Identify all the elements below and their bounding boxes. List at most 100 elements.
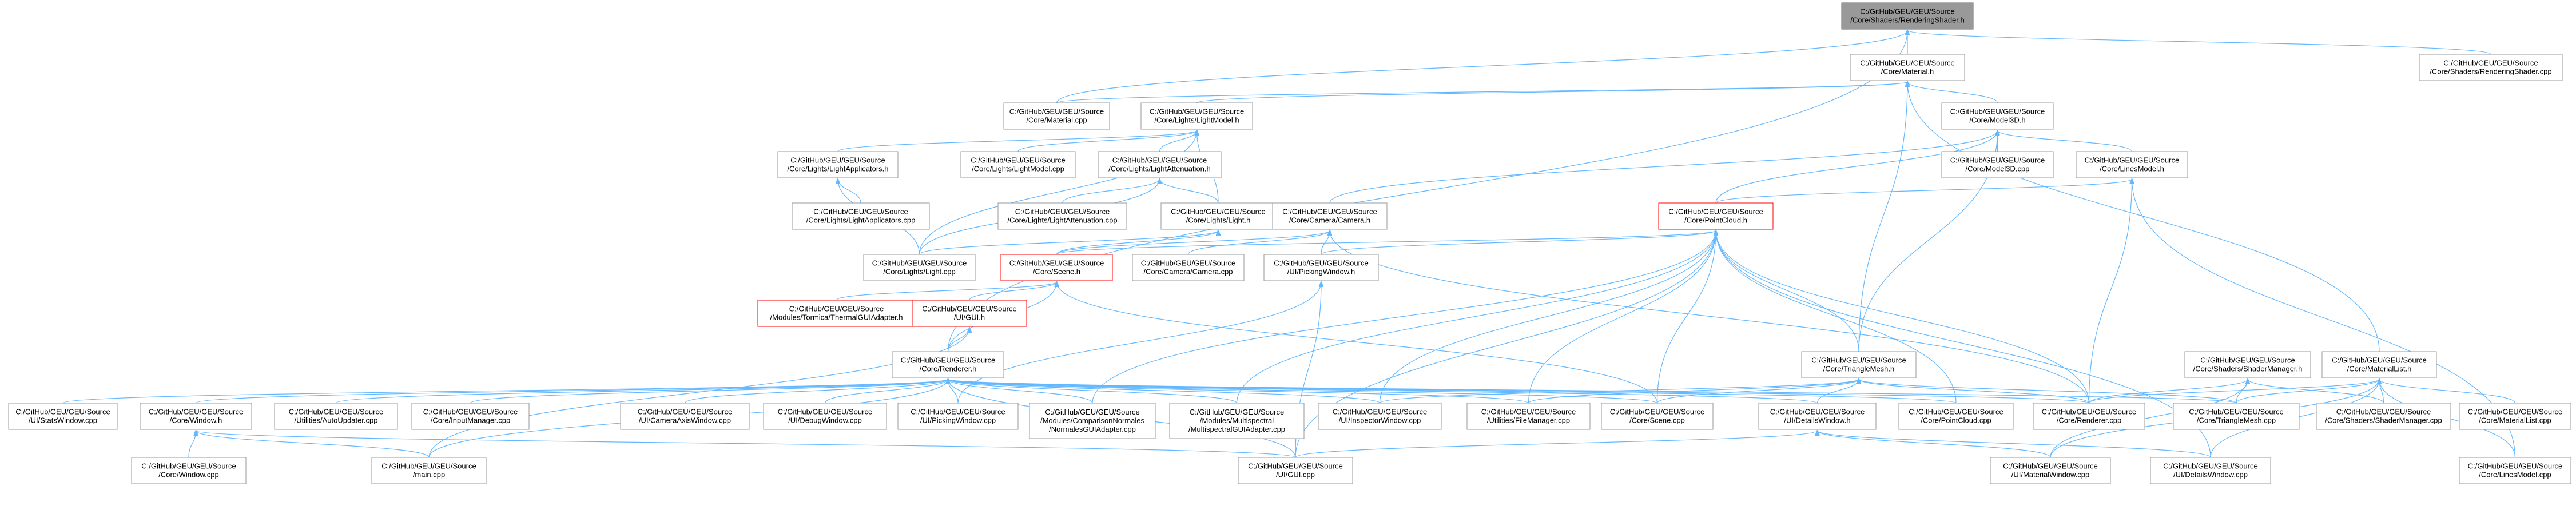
graph-node-compnormals_h[interactable]: C:/GitHub/GEU/GEU/Source/Modules/Compari… [1029, 403, 1156, 439]
node-box[interactable] [1003, 102, 1110, 130]
graph-node-detailswin_cpp[interactable]: C:/GitHub/GEU/GEU/Source/UI/DetailsWindo… [2150, 457, 2271, 484]
graph-node-filemanager_cpp[interactable]: C:/GitHub/GEU/GEU/Source/Utilities/FileM… [1466, 403, 1591, 430]
node-box[interactable] [1132, 254, 1245, 281]
node-box[interactable] [892, 351, 1004, 378]
node-box[interactable] [863, 254, 976, 281]
graph-node-lightatt_cpp[interactable]: C:/GitHub/GEU/GEU/Source/Core/Lights/Lig… [997, 202, 1127, 230]
node-box[interactable] [1601, 403, 1714, 430]
node-box[interactable] [897, 403, 1019, 430]
node-box[interactable] [1238, 457, 1353, 484]
graph-node-renderer_h[interactable]: C:/GitHub/GEU/GEU/Source/Core/Renderer.h [892, 351, 1004, 378]
graph-node-rendshader_cpp[interactable]: C:/GitHub/GEU/GEU/Source/Core/Shaders/Re… [2419, 54, 2563, 81]
node-box[interactable] [1098, 151, 1222, 178]
graph-node-model3d_h[interactable]: C:/GitHub/GEU/GEU/Source/Core/Model3D.h [1941, 102, 2054, 130]
node-box[interactable] [1850, 54, 1965, 81]
node-box[interactable] [997, 202, 1127, 230]
graph-node-trianglemesh_h[interactable]: C:/GitHub/GEU/GEU/Source/Core/TriangleMe… [1801, 351, 1917, 378]
node-box[interactable] [1169, 403, 1305, 439]
graph-node-lightmodel_h[interactable]: C:/GitHub/GEU/GEU/Source/Core/Lights/Lig… [1140, 102, 1253, 130]
graph-node-renderer_cpp[interactable]: C:/GitHub/GEU/GEU/Source/Core/Renderer.c… [2033, 403, 2145, 430]
graph-node-materiallist_h[interactable]: C:/GitHub/GEU/GEU/Source/Core/MaterialLi… [2321, 351, 2437, 378]
node-box[interactable] [1941, 151, 2054, 178]
graph-node-lightapp_h[interactable]: C:/GitHub/GEU/GEU/Source/Core/Lights/Lig… [777, 151, 899, 178]
graph-node-window_h[interactable]: C:/GitHub/GEU/GEU/Source/Core/Window.h [140, 403, 252, 430]
node-box[interactable] [2184, 351, 2311, 378]
graph-node-camera_cpp[interactable]: C:/GitHub/GEU/GEU/Source/Core/Camera/Cam… [1132, 254, 1245, 281]
graph-node-materiallist_cpp[interactable]: C:/GitHub/GEU/GEU/Source/Core/MaterialLi… [2459, 403, 2571, 430]
graph-node-cameraaxiswin_cpp[interactable]: C:/GitHub/GEU/GEU/Source/UI/CameraAxisWi… [620, 403, 750, 430]
node-box[interactable] [620, 403, 750, 430]
graph-node-scene_h[interactable]: C:/GitHub/GEU/GEU/Source/Core/Scene.h [1000, 254, 1113, 281]
node-box[interactable] [960, 151, 1076, 178]
node-box[interactable] [274, 403, 398, 430]
node-box[interactable] [763, 403, 887, 430]
graph-node-trianglemesh_cpp[interactable]: C:/GitHub/GEU/GEU/Source/Core/TriangleMe… [2173, 403, 2300, 430]
graph-node-model3d_cpp[interactable]: C:/GitHub/GEU/GEU/Source/Core/Model3D.cp… [1941, 151, 2054, 178]
graph-node-autoupdater_cpp[interactable]: C:/GitHub/GEU/GEU/Source/Utilities/AutoU… [274, 403, 398, 430]
node-box[interactable] [1841, 2, 1974, 30]
graph-node-scene_cpp[interactable]: C:/GitHub/GEU/GEU/Source/Core/Scene.cpp [1601, 403, 1714, 430]
node-box[interactable] [2459, 457, 2571, 484]
graph-node-inputmgr_cpp[interactable]: C:/GitHub/GEU/GEU/Source/Core/InputManag… [411, 403, 530, 430]
node-box[interactable] [1758, 403, 1877, 430]
node-box[interactable] [1000, 254, 1113, 281]
graph-node-detailswin_h[interactable]: C:/GitHub/GEU/GEU/Source/UI/DetailsWindo… [1758, 403, 1877, 430]
graph-node-root[interactable]: C:/GitHub/GEU/GEU/Source/Core/Shaders/Re… [1841, 2, 1974, 30]
node-box[interactable] [777, 151, 899, 178]
node-box[interactable] [912, 300, 1027, 327]
node-box[interactable] [140, 403, 252, 430]
graph-node-window_cpp[interactable]: C:/GitHub/GEU/GEU/Source/Core/Window.cpp [131, 457, 247, 484]
node-box[interactable] [131, 457, 247, 484]
node-box[interactable] [2321, 351, 2437, 378]
node-box[interactable] [1029, 403, 1156, 439]
graph-node-lightapp_cpp[interactable]: C:/GitHub/GEU/GEU/Source/Core/Lights/Lig… [792, 202, 930, 230]
graph-node-linesmodel_cpp[interactable]: C:/GitHub/GEU/GEU/Source/Core/LinesModel… [2459, 457, 2571, 484]
node-box[interactable] [2076, 151, 2188, 178]
node-box[interactable] [371, 457, 487, 484]
node-box[interactable] [1658, 202, 1774, 230]
node-box[interactable] [2419, 54, 2563, 81]
node-box[interactable] [2316, 403, 2451, 430]
node-box[interactable] [1990, 457, 2111, 484]
graph-node-shadermgr_cpp[interactable]: C:/GitHub/GEU/GEU/Source/Core/Shaders/Sh… [2316, 403, 2451, 430]
graph-node-linesmodel_h[interactable]: C:/GitHub/GEU/GEU/Source/Core/LinesModel… [2076, 151, 2188, 178]
graph-node-pointcloud_cpp[interactable]: C:/GitHub/GEU/GEU/Source/Core/PointCloud… [1898, 403, 2014, 430]
node-box[interactable] [1263, 254, 1379, 281]
node-box[interactable] [1140, 102, 1253, 130]
node-box[interactable] [8, 403, 118, 430]
graph-node-gui_cpp[interactable]: C:/GitHub/GEU/GEU/Source/UI/GUI.cpp [1238, 457, 1353, 484]
graph-node-lightmodel_cpp[interactable]: C:/GitHub/GEU/GEU/Source/Core/Lights/Lig… [960, 151, 1076, 178]
graph-node-statswin_h[interactable]: C:/GitHub/GEU/GEU/Source/UI/StatsWindow.… [8, 403, 118, 430]
graph-node-light_cpp[interactable]: C:/GitHub/GEU/GEU/Source/Core/Lights/Lig… [863, 254, 976, 281]
node-box[interactable] [1318, 403, 1442, 430]
node-box[interactable] [1466, 403, 1591, 430]
node-box[interactable] [2150, 457, 2271, 484]
graph-node-material_cpp[interactable]: C:/GitHub/GEU/GEU/Source/Core/Material.c… [1003, 102, 1110, 130]
graph-node-inspectorwin_cpp[interactable]: C:/GitHub/GEU/GEU/Source/UI/InspectorWin… [1318, 403, 1442, 430]
node-box[interactable] [757, 300, 916, 327]
node-box[interactable] [1160, 202, 1276, 230]
graph-node-materialwin_cpp[interactable]: C:/GitHub/GEU/GEU/Source/UI/MaterialWind… [1990, 457, 2111, 484]
graph-node-pointcloud_h[interactable]: C:/GitHub/GEU/GEU/Source/Core/PointCloud… [1658, 202, 1774, 230]
node-box[interactable] [2033, 403, 2145, 430]
graph-node-debugwin_cpp[interactable]: C:/GitHub/GEU/GEU/Source/UI/DebugWindow.… [763, 403, 887, 430]
node-box[interactable] [1941, 102, 2054, 130]
graph-node-shadermgr_h[interactable]: C:/GitHub/GEU/GEU/Source/Core/Shaders/Sh… [2184, 351, 2311, 378]
graph-node-camera_h[interactable]: C:/GitHub/GEU/GEU/Source/Core/Camera/Cam… [1272, 202, 1388, 230]
node-box[interactable] [411, 403, 530, 430]
graph-node-pickingwin_cpp[interactable]: C:/GitHub/GEU/GEU/Source/UI/PickingWindo… [897, 403, 1019, 430]
graph-node-lightatt_h[interactable]: C:/GitHub/GEU/GEU/Source/Core/Lights/Lig… [1098, 151, 1222, 178]
graph-node-gui_h[interactable]: C:/GitHub/GEU/GEU/Source/UI/GUI.h [912, 300, 1027, 327]
node-box[interactable] [2459, 403, 2571, 430]
node-box[interactable] [1272, 202, 1388, 230]
graph-node-material_h[interactable]: C:/GitHub/GEU/GEU/Source/Core/Material.h [1850, 54, 1965, 81]
graph-node-thermal_h[interactable]: C:/GitHub/GEU/GEU/Source/Modules/Tormica… [757, 300, 916, 327]
node-box[interactable] [792, 202, 930, 230]
node-box[interactable] [1801, 351, 1917, 378]
graph-node-pickingwin_h[interactable]: C:/GitHub/GEU/GEU/Source/UI/PickingWindo… [1263, 254, 1379, 281]
node-box[interactable] [2173, 403, 2300, 430]
graph-node-multispectral_cpp[interactable]: C:/GitHub/GEU/GEU/Source/Modules/Multisp… [1169, 403, 1305, 439]
graph-node-light_h[interactable]: C:/GitHub/GEU/GEU/Source/Core/Lights/Lig… [1160, 202, 1276, 230]
node-box[interactable] [1898, 403, 2014, 430]
graph-node-main_cpp[interactable]: C:/GitHub/GEU/GEU/Source/main.cpp [371, 457, 487, 484]
